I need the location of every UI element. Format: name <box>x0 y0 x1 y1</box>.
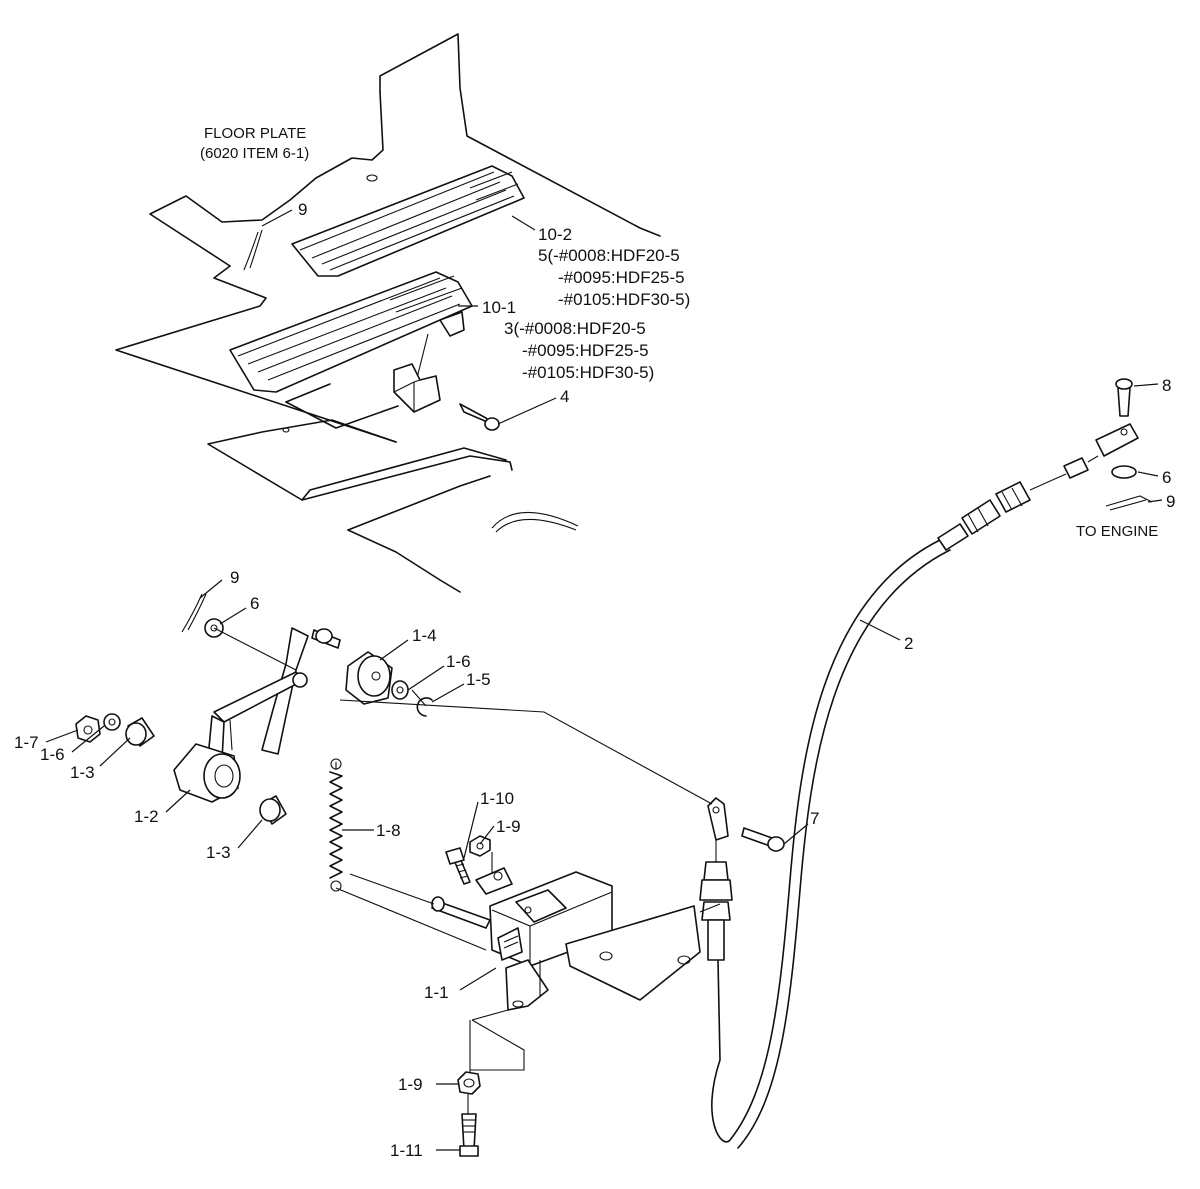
nut-1-9-bottom <box>457 1071 481 1095</box>
callout-1-7: 1-7 <box>14 733 39 752</box>
callout-1-6-left: 1-6 <box>40 745 65 764</box>
roller-1-4 <box>345 651 393 705</box>
nut-1-7 <box>75 715 101 743</box>
bushing-1-3-bottom <box>259 795 287 825</box>
callout-1-6-right: 1-6 <box>446 652 471 671</box>
callout-10-2-variant-2: -#0095:HDF25-5 <box>558 268 685 287</box>
pivot-boss-1-2 <box>173 743 241 803</box>
callout-9-top: 9 <box>298 200 307 219</box>
assembly-guide-lines <box>213 627 721 1114</box>
callout-1-2: 1-2 <box>134 807 159 826</box>
floor-plate-label: FLOOR PLATE <box>204 125 306 142</box>
pin-4 <box>459 403 500 431</box>
callout-10-2-variant-1: 5(-#0008:HDF20-5 <box>538 246 680 265</box>
bushing-1-3-top <box>125 717 155 747</box>
snap-ring-1-5 <box>416 697 433 717</box>
callout-1-5: 1-5 <box>466 670 491 689</box>
callout-1-9-bottom: 1-9 <box>398 1075 423 1094</box>
callout-7: 7 <box>810 809 819 828</box>
pin-7 <box>741 827 785 852</box>
cable-2 <box>711 539 951 1149</box>
to-engine-label: TO ENGINE <box>1076 523 1158 540</box>
bolt-1-11 <box>459 1113 479 1157</box>
callout-6-left: 6 <box>250 594 259 613</box>
callout-1-4: 1-4 <box>412 626 437 645</box>
pin-8 <box>1115 378 1133 417</box>
callout-labels: 9 10-2 5(-#0008:HDF20-5 -#0095:HDF25-5 -… <box>14 200 1175 1160</box>
callout-2: 2 <box>904 634 913 653</box>
callout-1-3-bottom: 1-3 <box>206 843 231 862</box>
nut-1-9-top <box>469 835 491 857</box>
cotter-pin-9-left <box>181 593 207 633</box>
callout-9-left: 9 <box>230 568 239 587</box>
callout-8: 8 <box>1162 376 1171 395</box>
callout-10-2: 10-2 <box>538 225 572 244</box>
callout-6-right: 6 <box>1162 468 1171 487</box>
callout-10-2-variant-3: -#0105:HDF30-5) <box>558 290 690 309</box>
bracket-1-1 <box>431 867 701 1011</box>
washer-1-6-left <box>103 713 121 731</box>
callout-1-8: 1-8 <box>376 821 401 840</box>
pedal-hinge-bracket <box>393 363 441 413</box>
notes: FLOOR PLATE (6020 ITEM 6-1) TO ENGINE <box>200 125 1158 540</box>
leader-lines <box>45 209 1163 1151</box>
lever-arm <box>207 627 341 761</box>
callout-1-10: 1-10 <box>480 789 514 808</box>
floor-plate-outline <box>115 33 661 593</box>
pedal-pad-10-1 <box>229 271 473 393</box>
washer-6-right <box>1111 465 1137 479</box>
cable-end-fittings <box>937 423 1139 551</box>
callout-10-1: 10-1 <box>482 298 516 317</box>
callout-4: 4 <box>560 387 569 406</box>
callout-1-11: 1-11 <box>390 1141 423 1160</box>
callout-1-1: 1-1 <box>424 983 449 1002</box>
washer-1-6-right <box>391 680 409 700</box>
bolt-1-10 <box>445 847 471 885</box>
cotter-pin-9-top <box>243 229 263 271</box>
callout-1-3-top: 1-3 <box>70 763 95 782</box>
callout-10-1-variant-1: 3(-#0008:HDF20-5 <box>504 319 646 338</box>
cotter-pin-9-right <box>1105 495 1153 511</box>
floor-plate-ref-label: (6020 ITEM 6-1) <box>200 145 309 162</box>
callout-1-9-top: 1-9 <box>496 817 521 836</box>
spring-1-8 <box>329 758 343 892</box>
callout-10-1-variant-2: -#0095:HDF25-5 <box>522 341 649 360</box>
callout-9-right: 9 <box>1166 492 1175 511</box>
cable-pedal-end <box>699 797 733 961</box>
pedal-pad-10-2 <box>291 165 525 277</box>
callout-10-1-variant-3: -#0105:HDF30-5) <box>522 363 654 382</box>
